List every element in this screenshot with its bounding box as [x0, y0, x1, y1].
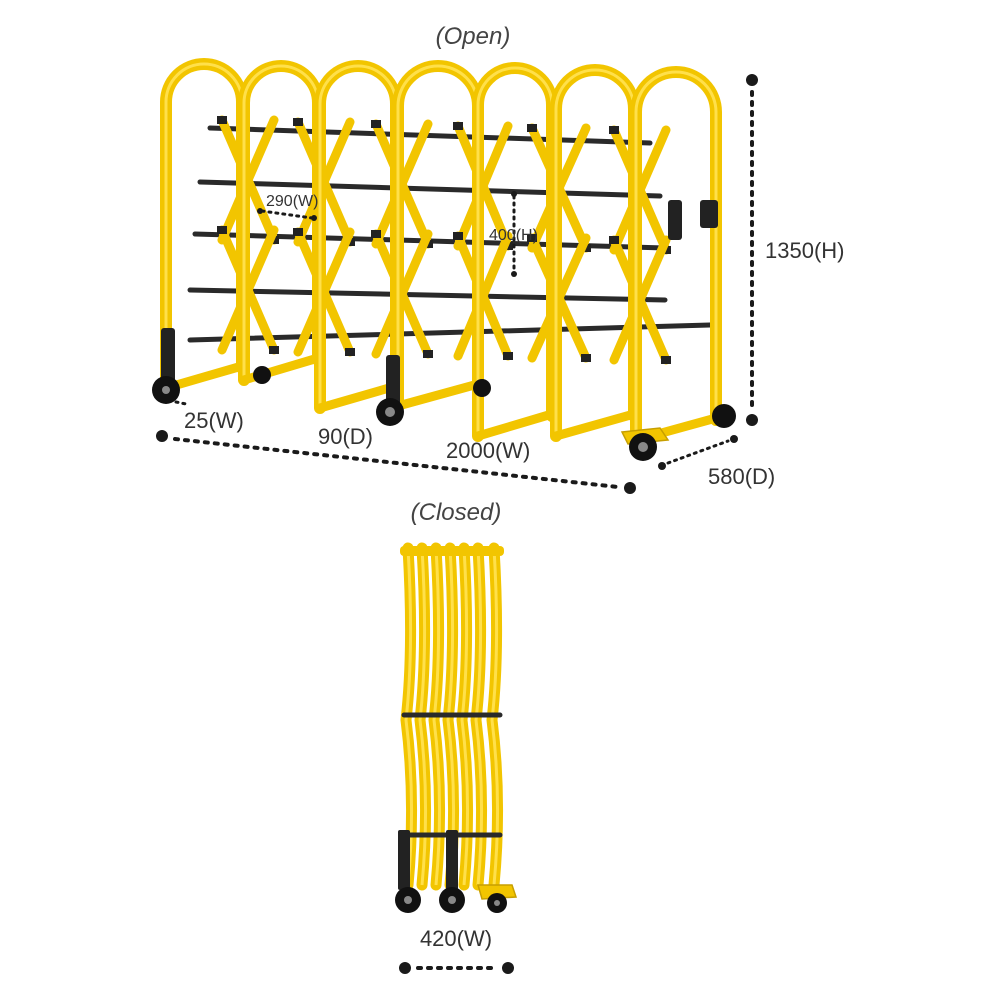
- pivot-joint: [345, 348, 355, 356]
- foot-pedal-icon: [477, 884, 518, 900]
- panel-depth-label: 90(D): [318, 424, 373, 449]
- wheel-icon: [473, 379, 491, 397]
- depth-label: 580(D): [708, 464, 775, 489]
- gap-width-label: 290(W): [266, 193, 318, 210]
- end-post-middle: [446, 830, 458, 890]
- end-post-middle: [386, 355, 400, 410]
- depth-dimension: 580(D): [658, 435, 775, 489]
- pivot-joint: [581, 354, 591, 362]
- pivot-joint: [453, 232, 463, 240]
- gap-width-line: [260, 209, 314, 220]
- stacked-panels: [400, 542, 504, 891]
- pivot-joint: [453, 122, 463, 130]
- pivot-joint: [217, 226, 227, 234]
- panel-base: [315, 381, 401, 413]
- arched-panels: [160, 58, 722, 446]
- wheel-icon: [712, 404, 736, 428]
- pivot-joint: [293, 118, 303, 126]
- pivot-joint: [661, 356, 671, 364]
- pivot-joint: [269, 346, 279, 354]
- wheel-icon: [253, 366, 271, 384]
- width-open-label: 2000(W): [446, 438, 530, 463]
- closed-gate-illustration: [395, 542, 518, 913]
- pivot-joint: [609, 236, 619, 244]
- pivot-joint: [609, 126, 619, 134]
- pivot-joint: [371, 230, 381, 238]
- arched-panel: [630, 66, 722, 446]
- end-post-left: [161, 328, 175, 388]
- width-closed-dimension: [399, 962, 514, 974]
- height-dimension: 1350(H): [746, 74, 844, 426]
- open-gate-illustration: 290(W) 400(H): [152, 58, 736, 461]
- panel-base: [551, 409, 639, 441]
- panel-base: [393, 379, 483, 411]
- open-label: (Open): [436, 23, 511, 50]
- pivot-joint: [503, 352, 513, 360]
- panel-base: [473, 409, 557, 441]
- end-post-left: [398, 830, 410, 890]
- pivot-joint: [423, 350, 433, 358]
- pivot-joint: [293, 228, 303, 236]
- latch-icon: [668, 200, 682, 240]
- closed-label: (Closed): [411, 499, 502, 526]
- pivot-joint: [217, 116, 227, 124]
- stack-top: [400, 546, 504, 556]
- pivot-joint: [527, 124, 537, 132]
- gap-height-label: 400(H): [489, 227, 538, 244]
- pivot-joint: [371, 120, 381, 128]
- panel-width-line: [174, 400, 188, 406]
- height-label: 1350(H): [765, 238, 844, 263]
- width-closed-label: 420(W): [420, 926, 492, 951]
- open-wheels: [152, 200, 736, 461]
- width-open-dimension: 2000(W): [156, 430, 636, 494]
- latch-icon: [700, 200, 718, 228]
- pivot-joint: [527, 234, 537, 242]
- panel-width-label: 25(W): [184, 408, 244, 433]
